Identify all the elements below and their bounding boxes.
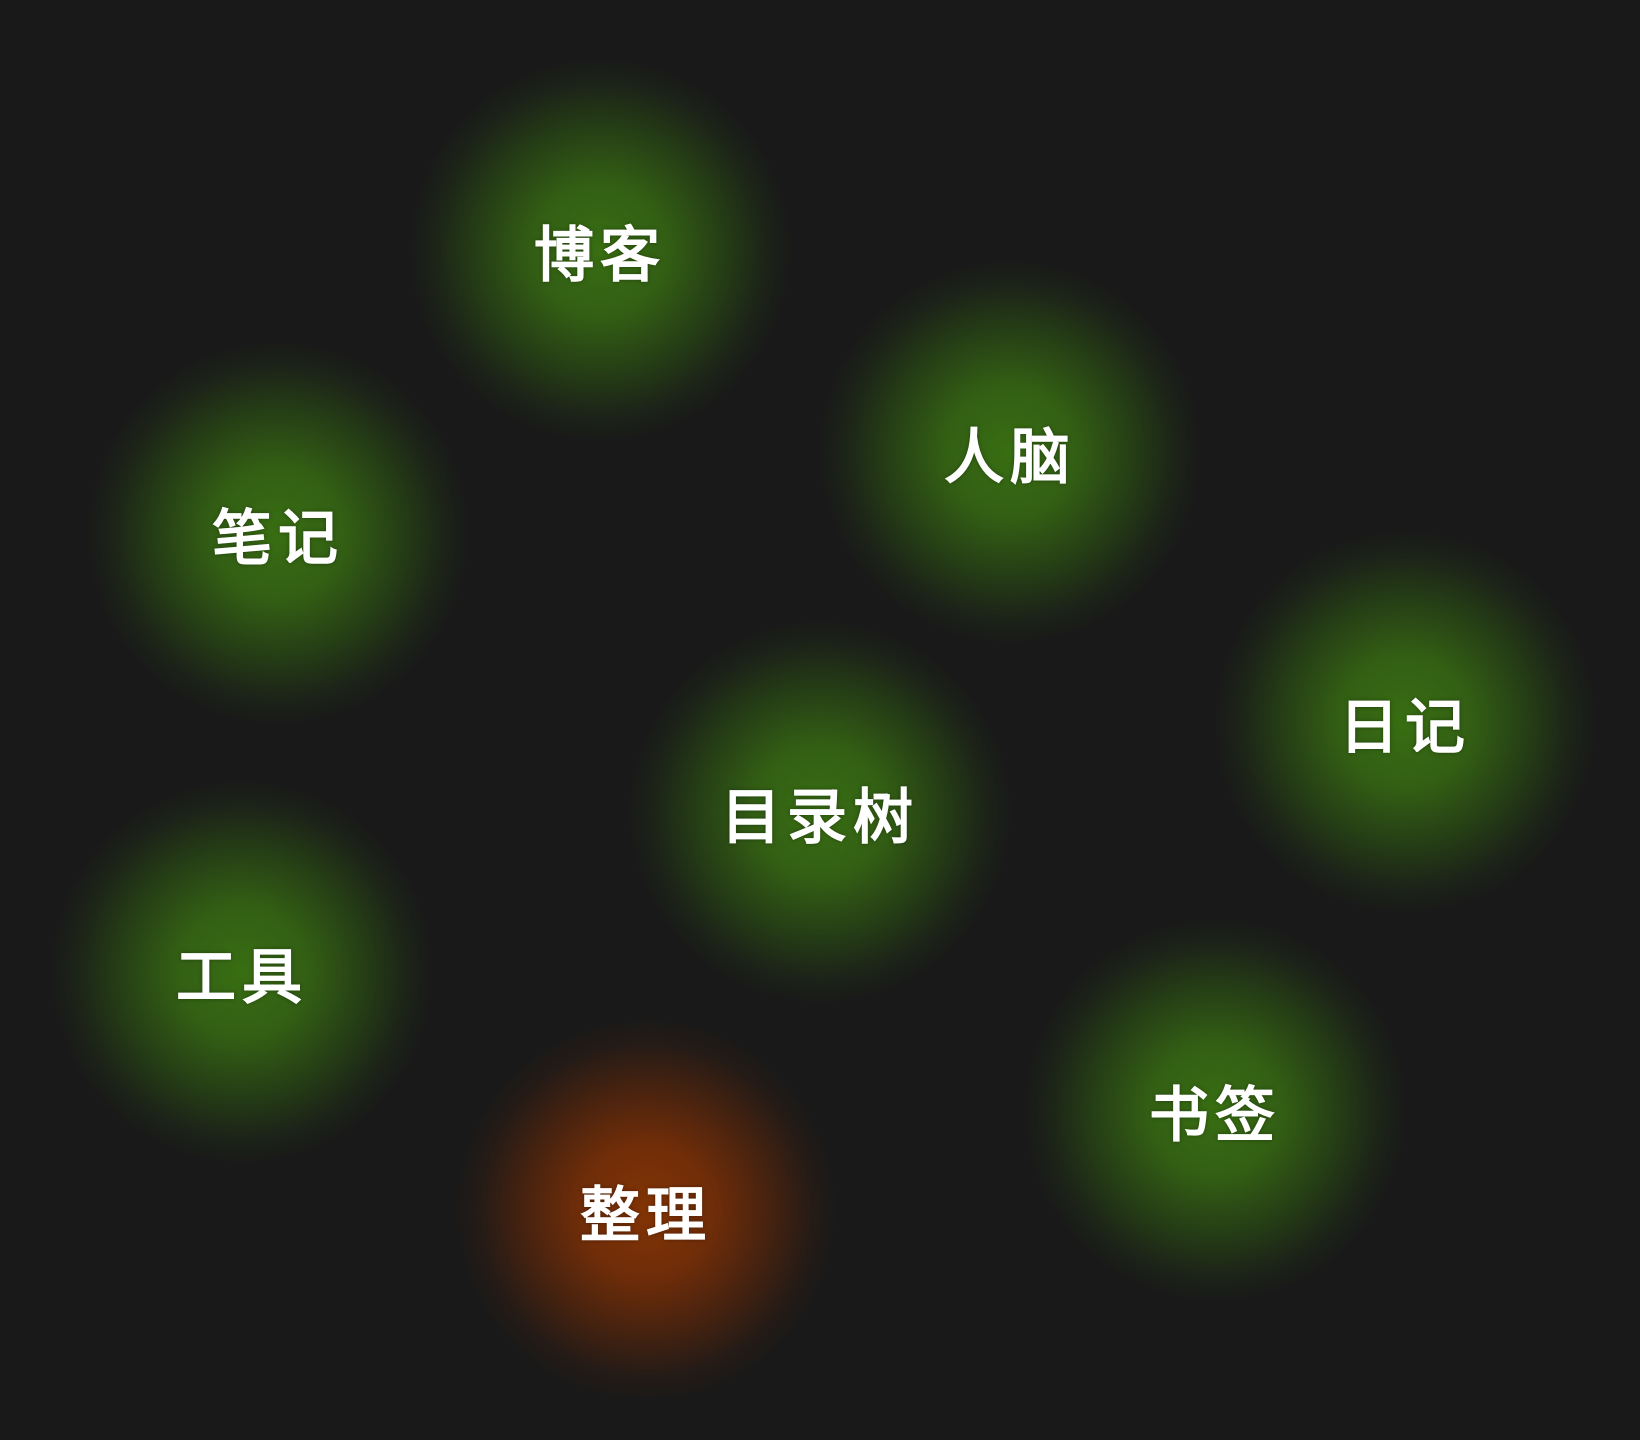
bubble-label-blog: 博客 xyxy=(534,220,666,291)
bubble-label-notes: 笔记 xyxy=(212,503,344,574)
bubble-diary[interactable]: 日记 xyxy=(1215,532,1595,912)
bubble-label-organize: 整理 xyxy=(580,1180,712,1251)
bubble-label-brain: 人脑 xyxy=(944,422,1076,493)
bubble-label-diary: 日记 xyxy=(1339,692,1471,763)
bubble-blog[interactable]: 博客 xyxy=(410,60,790,440)
bubble-directory-tree[interactable]: 目录树 xyxy=(630,622,1010,1002)
bubble-notes[interactable]: 笔记 xyxy=(88,343,468,723)
bubble-label-tools: 工具 xyxy=(176,942,308,1013)
bubble-label-bookmarks: 书签 xyxy=(1149,1080,1281,1151)
bubble-label-directory-tree: 目录树 xyxy=(721,782,919,853)
bubble-bookmarks[interactable]: 书签 xyxy=(1025,920,1405,1300)
bubble-organize[interactable]: 整理 xyxy=(456,1020,836,1400)
bubble-brain[interactable]: 人脑 xyxy=(820,262,1200,642)
bubble-tools[interactable]: 工具 xyxy=(52,782,432,1162)
